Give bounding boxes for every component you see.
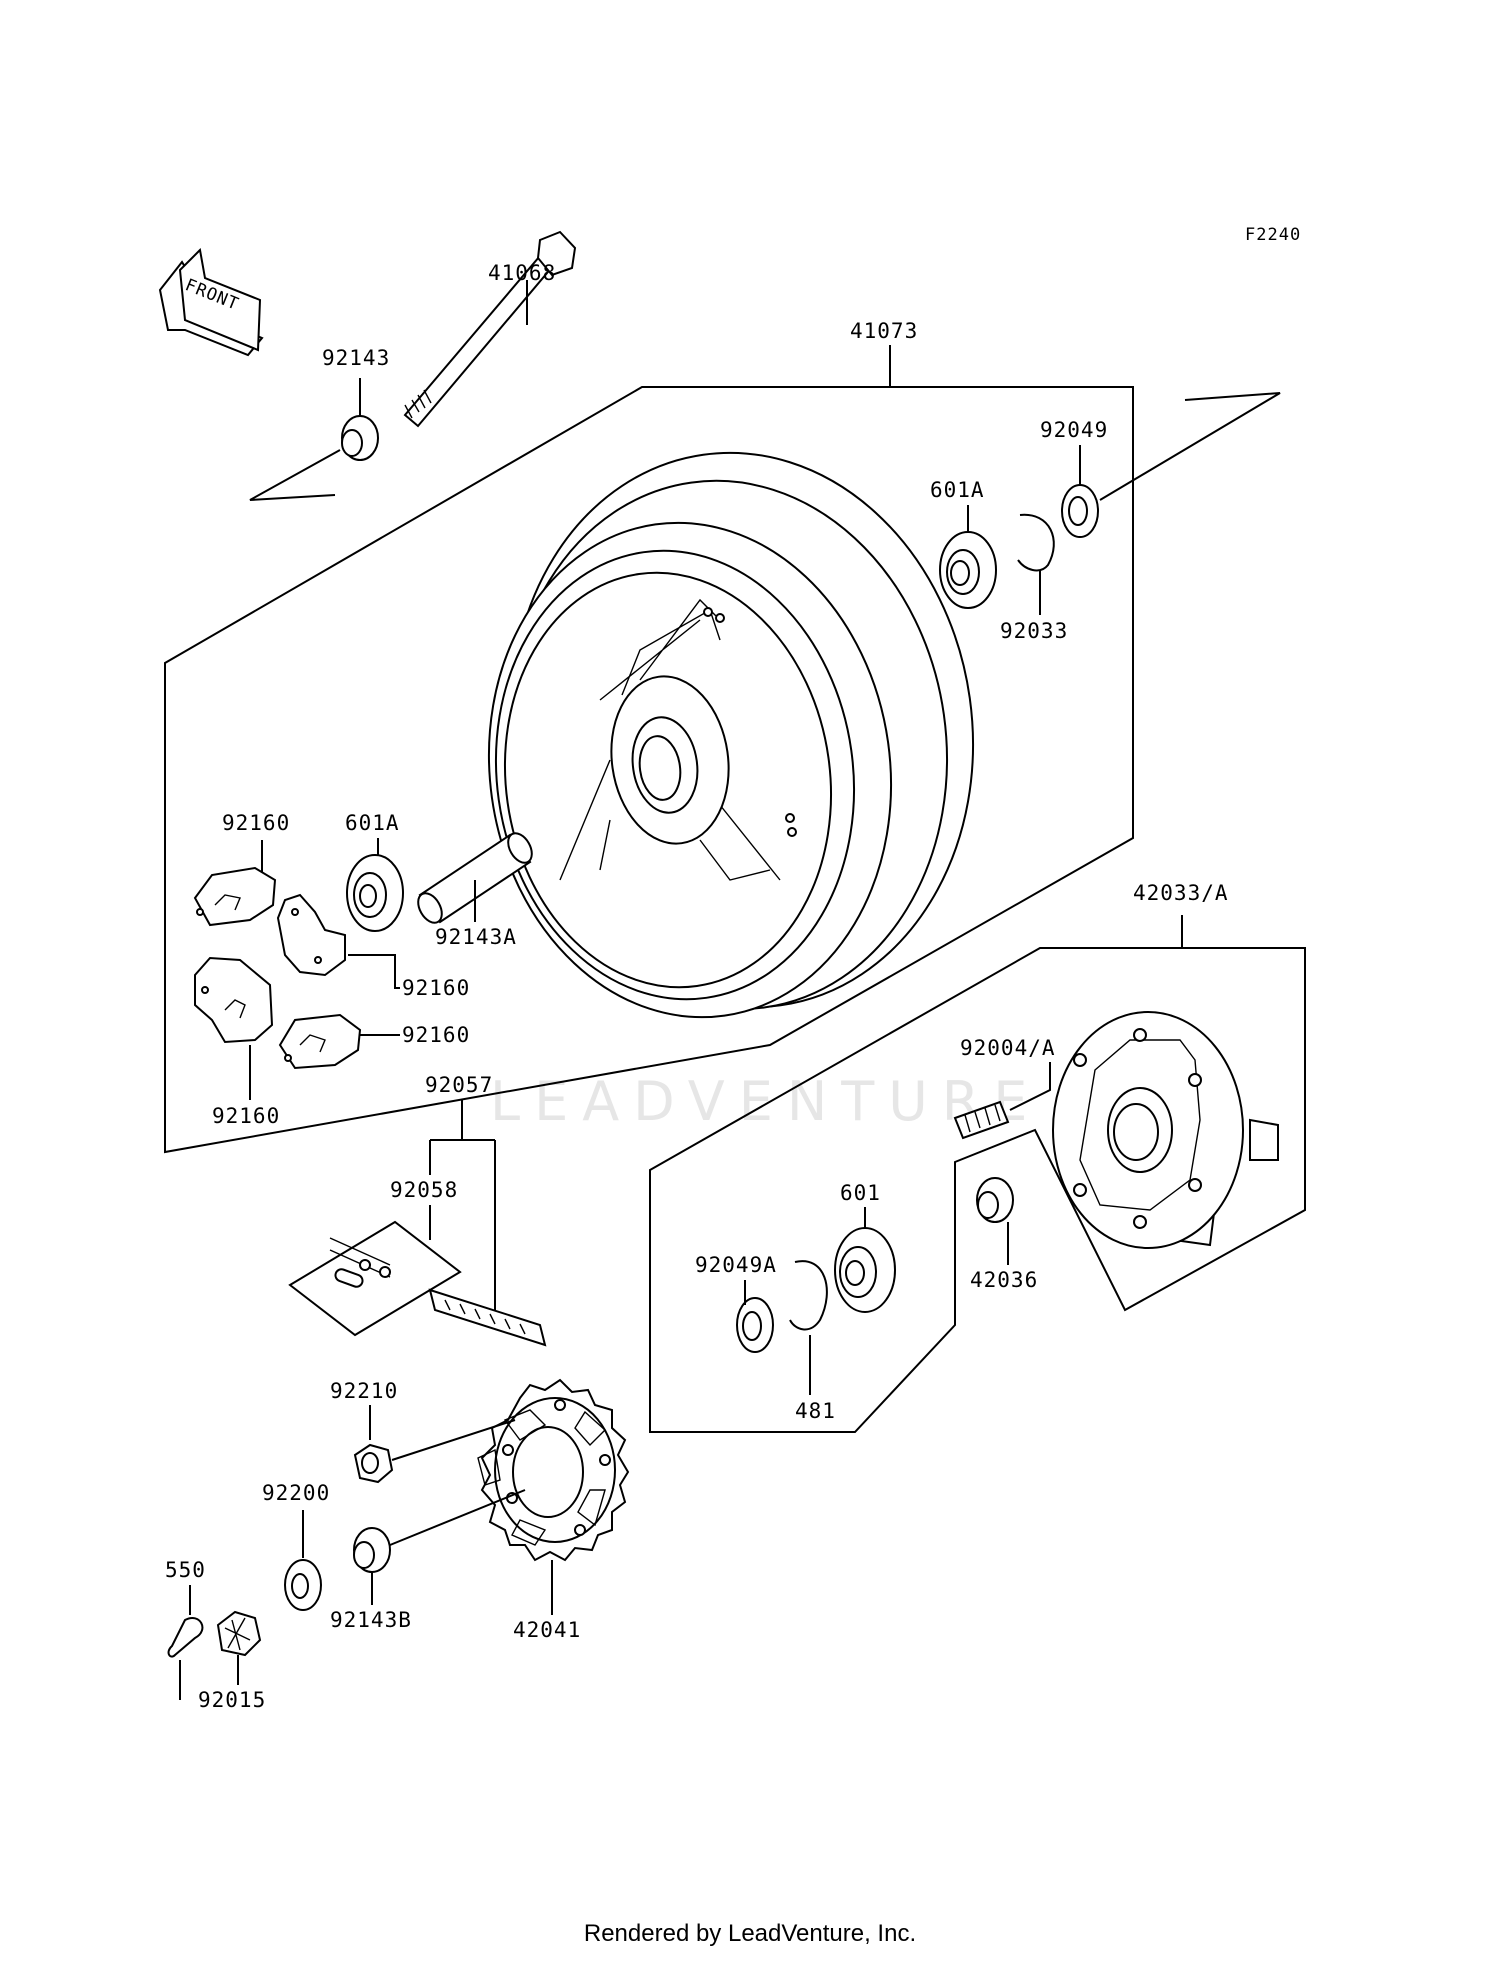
label-92058: 92058 — [390, 1178, 458, 1202]
axis-line-left — [249, 449, 341, 501]
label-92004A: 92004/A — [960, 1036, 1056, 1060]
chain-link-92058 — [329, 1237, 391, 1288]
leader-92160-mid — [348, 954, 400, 989]
label-601: 601 — [840, 1181, 881, 1205]
label-92143: 92143 — [322, 346, 390, 370]
label-92049: 92049 — [1040, 418, 1108, 442]
label-550: 550 — [165, 1558, 206, 1582]
axis-line-right — [1099, 392, 1281, 501]
axle-41068 — [403, 230, 577, 428]
collar-92143B — [353, 1527, 391, 1573]
chain-joint-box — [288, 1220, 462, 1337]
cotter-pin-550 — [167, 1617, 204, 1658]
label-92033: 92033 — [1000, 619, 1068, 643]
leader-92057 — [429, 1100, 496, 1310]
leader-550 — [179, 1585, 191, 1700]
label-601A-top: 601A — [930, 478, 985, 502]
bearing-601 — [834, 1227, 896, 1313]
seal-92049A — [736, 1297, 774, 1353]
label-41073: 41073 — [850, 319, 918, 343]
bearing-601A-middle — [346, 854, 404, 932]
collar-92143A — [417, 832, 533, 924]
nut-92210 — [353, 1443, 394, 1484]
axis-92210 — [391, 1419, 516, 1461]
label-42033A: 42033/A — [1133, 881, 1229, 905]
label-92160-bottom: 92160 — [212, 1104, 280, 1128]
front-arrow-icon: FRONT — [158, 247, 264, 357]
wheel-assembly-box — [164, 386, 1134, 1154]
stud-92004A — [953, 1100, 1010, 1140]
circlip-481 — [789, 1260, 828, 1331]
label-481: 481 — [795, 1399, 836, 1423]
label-92143B: 92143B — [330, 1608, 412, 1632]
label-92160-top: 92160 — [222, 811, 290, 835]
washer-92200 — [284, 1559, 322, 1611]
label-92015: 92015 — [198, 1688, 266, 1712]
label-92057: 92057 — [425, 1073, 493, 1097]
label-601A-middle: 601A — [345, 811, 400, 835]
damper-92160-a — [193, 866, 277, 927]
label-42041: 42041 — [513, 1618, 581, 1642]
footer-credit: Rendered by LeadVenture, Inc. — [583, 1920, 917, 1947]
label-92143A: 92143A — [435, 925, 517, 949]
label-92160-mid: 92160 — [402, 976, 470, 1000]
label-92160-low: 92160 — [402, 1023, 470, 1047]
label-92210: 92210 — [330, 1379, 398, 1403]
watermark-text: LEADVENTURE — [490, 1070, 1041, 1133]
leader-92004A — [1009, 1062, 1051, 1111]
axis-92143B — [389, 1489, 526, 1546]
castle-nut-92015 — [216, 1610, 262, 1657]
bearing-601A-top — [939, 531, 997, 609]
label-41068: 41068 — [488, 261, 556, 285]
label-92200: 92200 — [262, 1481, 330, 1505]
collar-42036 — [976, 1177, 1014, 1223]
seal-92049 — [1061, 484, 1099, 538]
chain-92057 — [428, 1288, 547, 1347]
damper-92160-d — [278, 1013, 362, 1070]
label-92049A: 92049A — [695, 1253, 777, 1277]
wheel-41073 — [487, 451, 975, 1019]
hub-42033A — [1052, 1011, 1279, 1249]
diagram-code: F2240 — [1245, 225, 1301, 245]
hub-assembly-box — [649, 947, 1306, 1433]
damper-92160-b — [276, 893, 346, 977]
circlip-92033 — [1017, 513, 1055, 572]
label-42036: 42036 — [970, 1268, 1038, 1292]
damper-92160-c — [194, 956, 274, 1044]
sprocket-42041 — [477, 1378, 630, 1562]
collar-92143 — [341, 415, 379, 461]
